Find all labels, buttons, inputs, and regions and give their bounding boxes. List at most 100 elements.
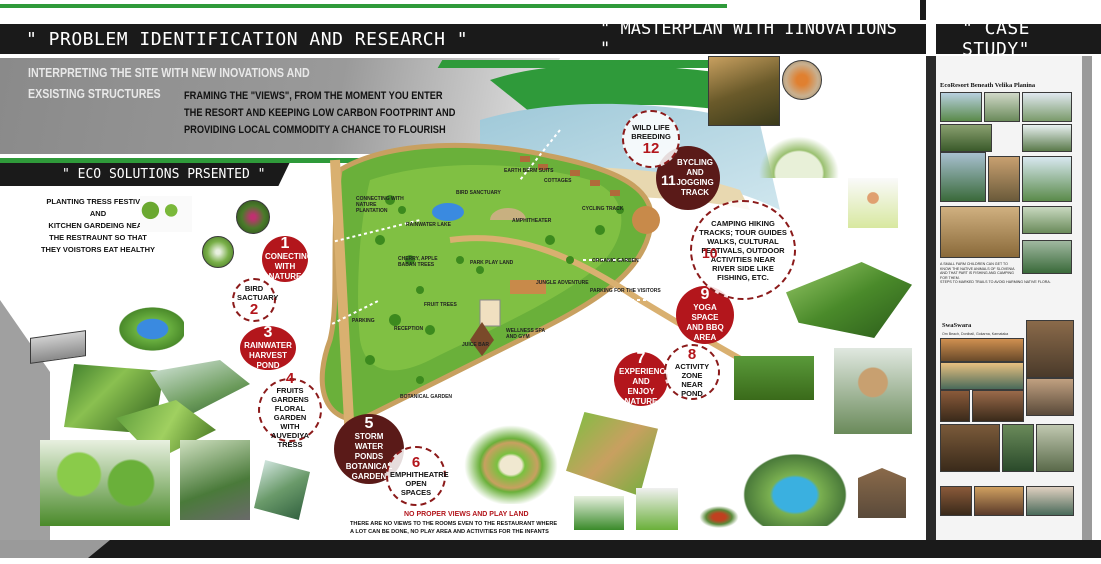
trees-render (40, 440, 170, 526)
case2-photo-2 (940, 338, 1024, 362)
solution-11-num: 11 (661, 172, 676, 188)
yoga-render (734, 356, 814, 400)
eco-solutions-green (0, 158, 380, 163)
planting-text: PLANTING TRESS FESTIVAL AND KITCHEN GARD… (18, 196, 178, 256)
solution-1-num: 1 (280, 235, 290, 252)
eco-solutions-header (0, 162, 290, 186)
solution-3-label: RAINWATER HARVEST POND (244, 341, 292, 370)
problem-title: NO PROPER VIEWS AND PLAY LAND (404, 511, 529, 518)
solution-7-label: EXPERIENCE AND ENJOY NATURE (619, 367, 671, 406)
tree-sketch-photo (140, 196, 192, 232)
map-label-juice: JUICE BAR (462, 342, 489, 348)
reception (479, 299, 501, 327)
solution-5-label: STORM WATER PONDS BOTANICAL GARDEN (345, 432, 393, 481)
cottage-1 (520, 156, 530, 162)
solution-2-num: 2 (249, 300, 259, 318)
header-case-text: " CASE STUDY" (962, 18, 1031, 60)
box-render (30, 330, 86, 364)
plants-photo (236, 200, 270, 234)
solution-4: 4 FRUITS GARDENS FLORAL GARDEN WITH AUVE… (258, 371, 322, 449)
sight-lines (299, 129, 670, 341)
planting-l2: AND (89, 209, 107, 218)
solution-6-num: 6 (411, 454, 421, 471)
top-green-stripe (0, 4, 727, 8)
case2-photo-3 (940, 362, 1024, 390)
eco-solutions-text: " ECO SOLUTIONS PRSENTED " (62, 167, 266, 182)
case2-photo-10 (940, 486, 972, 516)
problem-desc2: A LOT CAN BE DONE, NO PLAY AREA AND ACTI… (350, 529, 549, 535)
pool-render (736, 448, 854, 526)
pathway-render (574, 496, 624, 530)
case2-photo-6 (1026, 378, 1074, 416)
pond-render (114, 304, 184, 354)
cottage-3 (570, 170, 580, 176)
map-label-parking: PARKING (352, 318, 375, 324)
solution-10-label: CAMPING HIKING TRACKS; TOUR GUIDES WALKS… (699, 218, 787, 282)
bird-render (696, 504, 742, 530)
solution-9-label: YOGA SPACE AND BBQ AREA (686, 303, 724, 342)
framing-line3: PROVIDING LOCAL COMMODITY A CHANCE TO FL… (184, 124, 446, 136)
solution-8: 8 ACTIVITY ZONE NEAR POND (664, 344, 720, 400)
map-label-parking-visitors: PARKING FOR THE VISITORS (590, 288, 661, 294)
planting-l3: KITCHEN GARDEING NEAR (48, 221, 148, 230)
map-label-reception: RECEPTION (394, 326, 424, 332)
case-title-1: EcoResort Beneath Velika Planina (940, 82, 1036, 89)
solution-4-label: FRUITS GARDENS FLORAL GARDEN WITH AUVEDI… (270, 386, 310, 449)
problem-desc1: THERE ARE NO VIEWS TO THE ROOMS EVEN TO … (350, 521, 558, 527)
case1-photo-11 (1022, 240, 1072, 274)
cottage-5 (610, 190, 620, 196)
solution-7: 7 EXPERIENCE AND ENJOY NATURE (614, 351, 671, 406)
solution-12-label: WILD LIFE BREEDING (631, 122, 671, 141)
solution-10: CAMPING HIKING TRACKS; TOUR GUIDES WALKS… (690, 200, 796, 300)
solution-9: 9 YOGA SPACE AND BBQ AREA (676, 286, 734, 344)
intro-line1: INTERPRETING THE SITE WITH NEW INOVATION… (28, 65, 310, 80)
solution-12-num: 12 (642, 139, 660, 157)
map-label-park: PARK PLAY LAND (470, 260, 514, 266)
map-label-cottages: COTTAGES (544, 178, 572, 184)
case1-photo-6 (940, 152, 986, 202)
header-case-study: " CASE STUDY" (936, 18, 1101, 60)
solution-11: BYCLING AND JOGGING TRACK (656, 146, 720, 210)
case-caption-1: A SMALL FARM CHILDREN CAN GET TO KNOW TH… (940, 262, 1015, 280)
map-label-bird-sanctuary: BIRD SANCTUARY (456, 190, 501, 196)
case1-photo-8 (1022, 156, 1072, 202)
cottage-4 (590, 180, 600, 186)
solution-12: WILD LIFE BREEDING 12 (622, 110, 680, 168)
header-problem-text: " PROBLEM IDENTIFICATION AND RESEARCH " (26, 28, 469, 50)
header-problem: " PROBLEM IDENTIFICATION AND RESEARCH " (0, 24, 926, 54)
map-label-cycling: CYCLING TRACK (582, 206, 624, 212)
case1-photo-7 (988, 156, 1020, 202)
header-masterplan-text: " MASTERPLAN WITH IINOVATIONS " (600, 19, 897, 59)
solution-10-num: 10 (702, 245, 718, 261)
map-label-fruit: FRUIT TREES (424, 302, 457, 308)
play-sketch-render (636, 488, 678, 530)
dome-tent-render (752, 130, 846, 178)
top-right-divider (920, 0, 926, 20)
case1-photo-4 (940, 124, 992, 152)
planting-l5: THEY VOISTORS EAT HEALTHY (40, 245, 156, 254)
treehouse-render (834, 348, 912, 434)
solution-3: 3 RAINWATER HARVEST POND (240, 325, 296, 370)
site-road (330, 159, 355, 441)
cabin-render (858, 468, 906, 518)
solution-11-label: BYCLING AND JOGGING TRACK (676, 158, 714, 197)
wildlife-bird-photo (782, 60, 822, 100)
map-label-wellness: WELLNESS SPA AND GYM (506, 328, 545, 340)
case2-photo-8 (1002, 424, 1034, 472)
planting-l1: PLANTING TRESS FESTIVAL (46, 197, 150, 206)
cycling-sketch (848, 178, 898, 228)
amphitheater-render (456, 418, 566, 504)
case-title-2: SwaSwara (942, 322, 972, 329)
case2-photo-9 (1036, 424, 1074, 472)
case1-photo-9 (940, 206, 1020, 258)
solution-8-label: ACTIVITY ZONE NEAR POND (674, 361, 710, 398)
case-panel-divider (926, 56, 936, 540)
case-panel-right-strip (1082, 56, 1092, 540)
case1-photo-1 (940, 92, 982, 122)
solution-2: BIRD SACTUARY 2 (232, 278, 278, 322)
raised-bed-render (254, 460, 310, 520)
framing-line1: FRAMING THE "VIEWS", FROM THE MOMENT YOU… (184, 90, 443, 102)
intro-line2: EXSISTING STRUCTURES (28, 86, 161, 101)
map-label-jungle: JUNGLE ADVENTURE (536, 280, 589, 286)
case2-photo-1 (1026, 320, 1074, 378)
